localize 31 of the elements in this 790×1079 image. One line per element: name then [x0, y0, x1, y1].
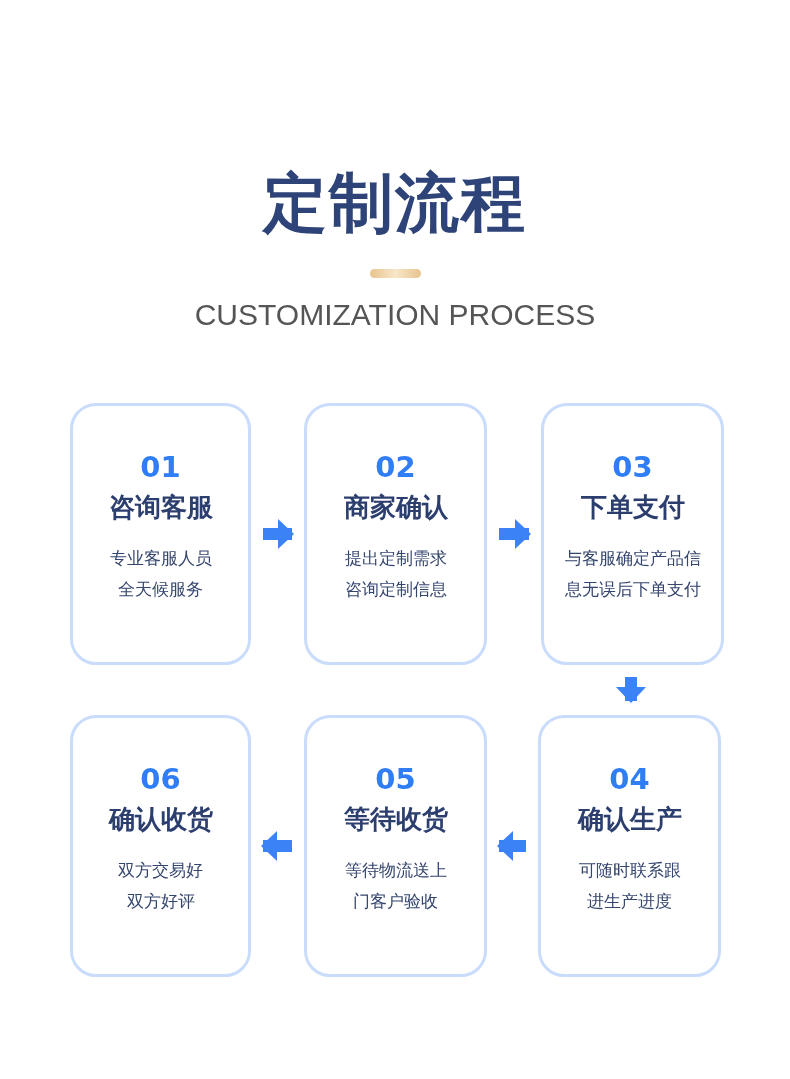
- step-title: 等待收货: [343, 803, 448, 836]
- step-number: 05: [375, 764, 416, 796]
- step-description: 等待物流送上门客户验收: [344, 859, 447, 914]
- step-card: [541, 403, 724, 665]
- step-number: 04: [609, 764, 650, 796]
- arrow: [616, 677, 646, 703]
- arrow: [499, 519, 531, 549]
- step-title: 确认生产: [577, 803, 682, 836]
- step-description: 提出定制需求咨询定制信息: [344, 547, 447, 602]
- step-number: 06: [140, 764, 181, 796]
- step-title: 商家确认: [343, 491, 448, 524]
- step-title: 下单支付: [580, 491, 685, 524]
- arrow: [261, 831, 292, 861]
- step-description: 与客服确定产品信息无误后下单支付: [564, 547, 701, 602]
- arrow: [497, 831, 526, 861]
- subtitle: CUSTOMIZATION PROCESS: [193, 298, 597, 332]
- arrow: [263, 519, 294, 549]
- step-description: 专业客服人员全天候服务: [109, 547, 212, 602]
- step-card: [304, 403, 487, 665]
- step-description: 可随时联系跟进生产进度: [578, 859, 681, 914]
- step-title: 咨询客服: [108, 491, 213, 524]
- step-card: [304, 715, 487, 977]
- step-card: [70, 403, 251, 665]
- step-card: [538, 715, 721, 977]
- step-card: [70, 715, 251, 977]
- step-number: 01: [140, 452, 181, 484]
- title: 定制流程: [261, 165, 528, 242]
- step-title: 确认收货: [108, 803, 213, 836]
- step-description: 双方交易好双方好评: [118, 859, 203, 914]
- step-number: 03: [612, 452, 653, 484]
- step-number: 02: [375, 452, 416, 484]
